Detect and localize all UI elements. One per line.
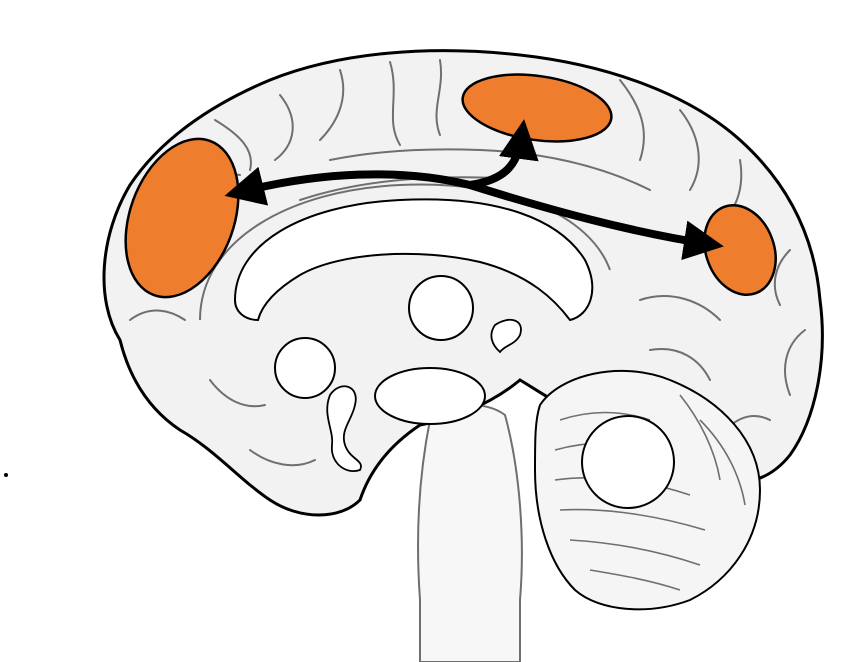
arrow-to-frontal bbox=[224, 166, 474, 206]
medial-prefrontal-cortex-region bbox=[124, 137, 240, 299]
connection-arrows bbox=[224, 119, 724, 261]
edge-dot bbox=[4, 473, 8, 477]
thalamus-marker bbox=[408, 275, 474, 341]
corpus-callosum bbox=[233, 198, 594, 322]
arrow-to-posterior bbox=[466, 181, 724, 261]
hypothalamus-marker bbox=[374, 367, 486, 425]
brainstem bbox=[417, 404, 523, 662]
arrow-to-dorsal bbox=[466, 119, 539, 189]
cerebellum-marker bbox=[581, 415, 675, 509]
amygdala-marker bbox=[274, 337, 336, 399]
midbrain-details bbox=[326, 318, 522, 472]
